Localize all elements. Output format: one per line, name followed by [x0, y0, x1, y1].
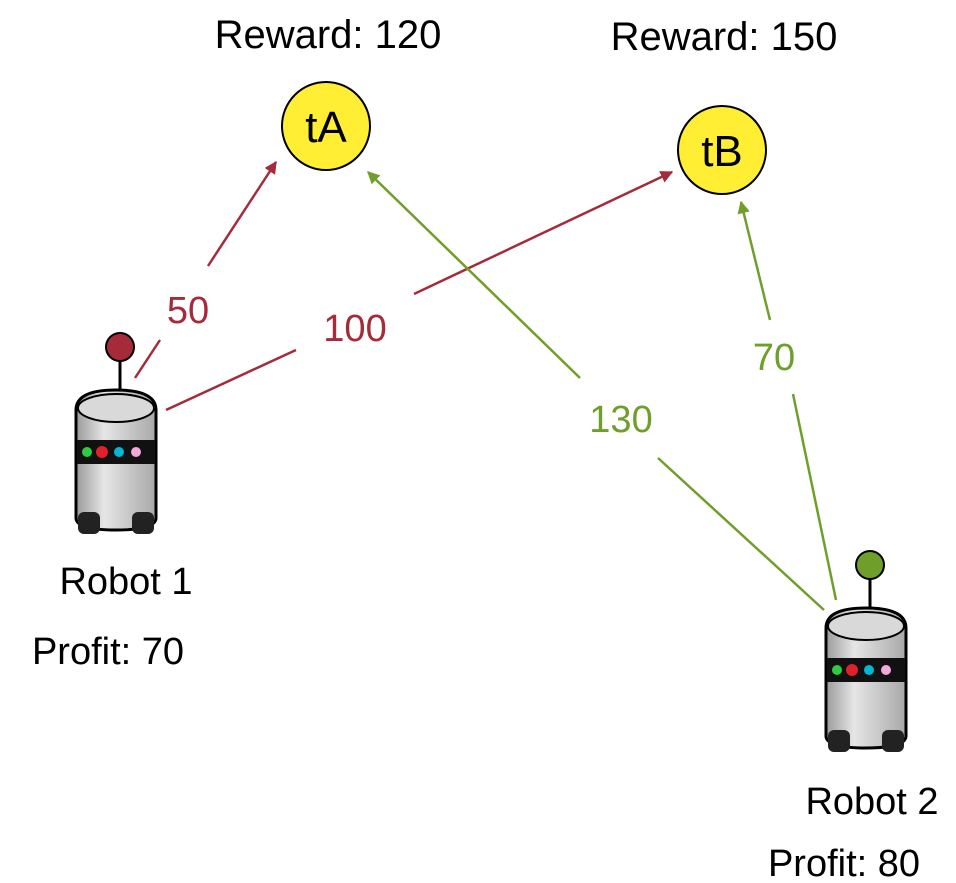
task-node — [281, 81, 371, 171]
edge-cost-label: 130 — [589, 399, 652, 441]
robot-name: Robot 2 — [805, 781, 938, 823]
antenna-light-icon — [855, 550, 885, 580]
task-label: tB — [701, 127, 743, 176]
robot-1: Robot 1 Profit: 70 — [32, 332, 193, 673]
edge-cost-label: 70 — [753, 337, 795, 379]
task-node — [677, 105, 767, 195]
edge-cost-label: 50 — [167, 290, 209, 332]
robot-profit: Profit: 70 — [32, 631, 184, 673]
task-label: tA — [305, 103, 347, 152]
edge-robot2-ta: 130 — [367, 171, 825, 611]
edge-robot2-tb: 70 — [737, 200, 838, 601]
edge-robot1-ta: 50 — [133, 160, 278, 379]
antenna-light-icon — [105, 332, 135, 362]
robot-2: Robot 2 Profit: 80 — [768, 550, 939, 883]
reward-label: Reward: 120 — [215, 13, 442, 57]
edge-robot1-tb: 100 — [165, 170, 674, 412]
edge-cost-label: 100 — [323, 308, 386, 350]
robot-icon — [74, 332, 158, 534]
robot-name: Robot 1 — [59, 561, 192, 603]
task-ta: Reward: 120 tA — [215, 13, 442, 171]
robot-profit: Profit: 80 — [768, 843, 920, 883]
robot-icon — [824, 550, 908, 752]
task-tb: Reward: 150 tB — [611, 15, 838, 195]
reward-label: Reward: 150 — [611, 15, 838, 59]
